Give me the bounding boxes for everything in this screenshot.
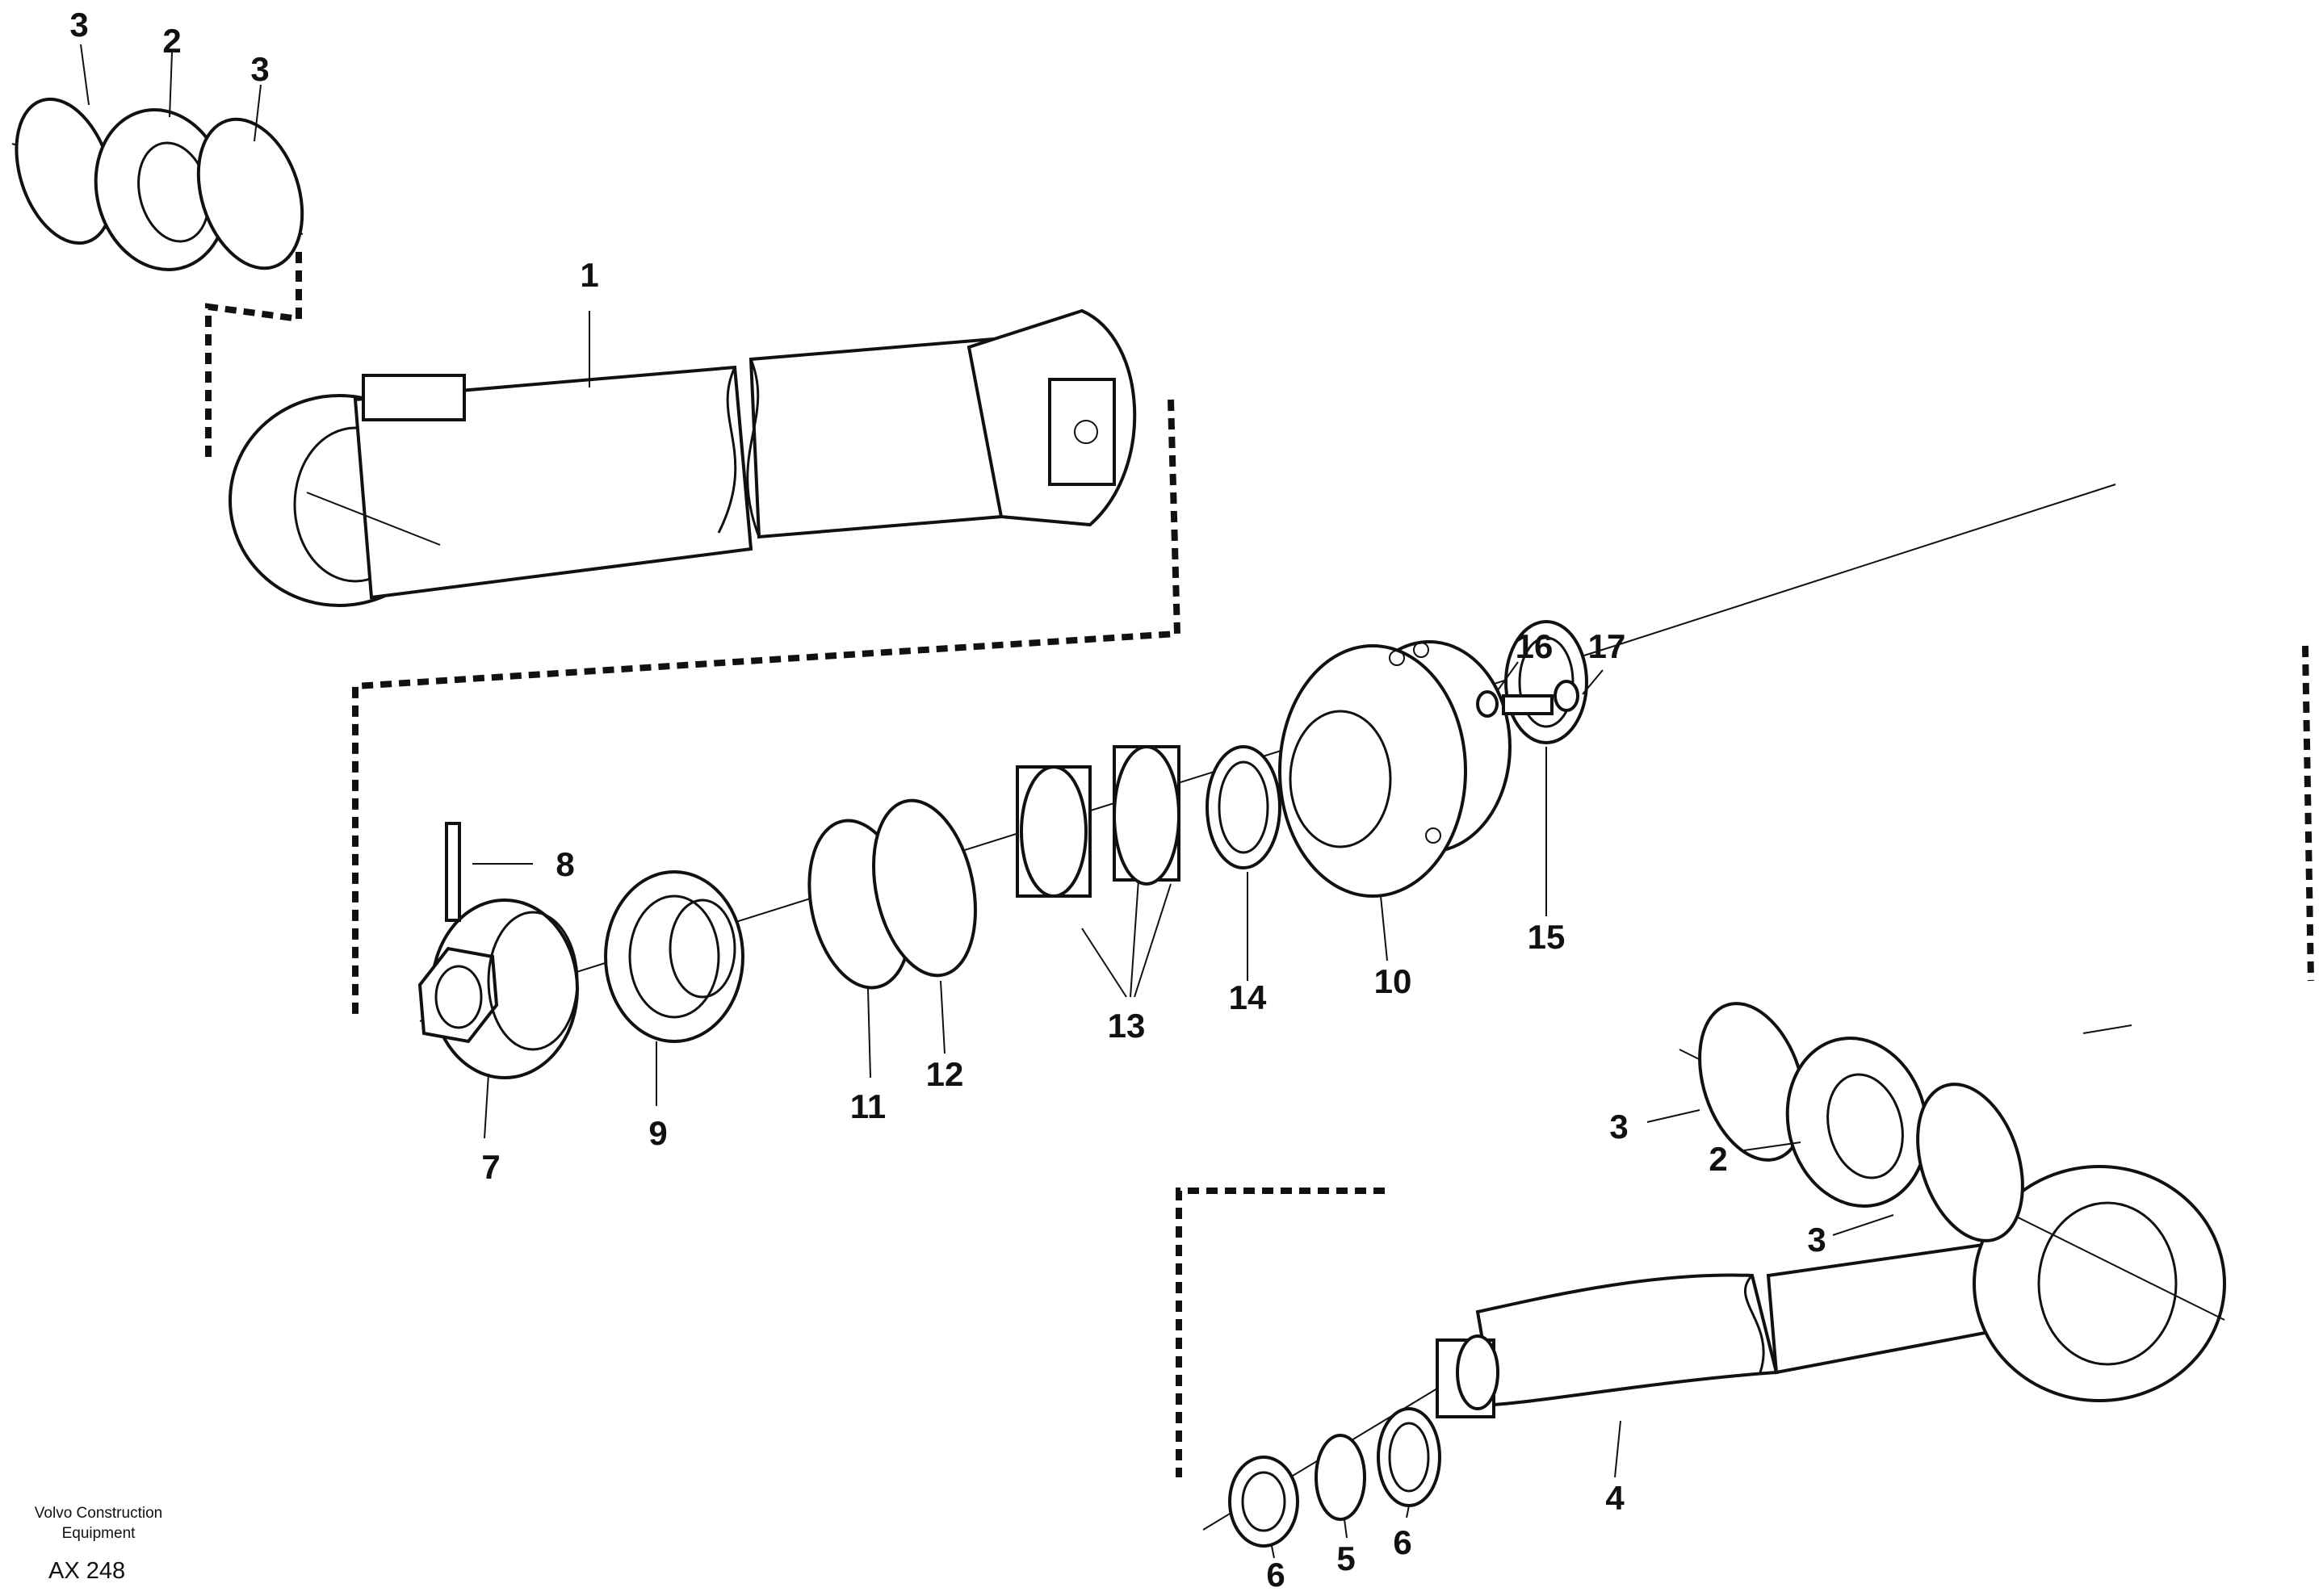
callout-15: 15	[1528, 918, 1566, 956]
company-name-line2: Equipment	[62, 1525, 136, 1542]
callout-11: 11	[850, 1087, 886, 1125]
snap-ring-top-right	[196, 117, 304, 270]
callout-4: 4	[1605, 1479, 1625, 1517]
callout-8: 8	[556, 845, 574, 883]
callout-2-rod: 2	[1709, 1140, 1727, 1178]
callout-3-rod-lower: 3	[1807, 1221, 1826, 1259]
callout-5: 5	[1336, 1539, 1355, 1577]
company-name-line1: Volvo Construction	[35, 1505, 162, 1522]
piston-and-head-parts	[417, 484, 2116, 1079]
callout-16: 16	[1516, 627, 1554, 665]
rod-seals	[1228, 1407, 1441, 1548]
callout-6-left: 6	[1266, 1556, 1285, 1594]
leader-lines	[80, 44, 1894, 1559]
callout-2-top: 2	[162, 22, 181, 60]
snap-ring-rod-left	[1698, 1002, 1806, 1162]
bearing-group-top	[11, 97, 304, 271]
callout-3-top-left: 3	[69, 6, 88, 44]
callout-17: 17	[1588, 627, 1626, 665]
callout-6-right: 6	[1393, 1523, 1411, 1561]
piston-rod	[1202, 1002, 2226, 1531]
callout-14: 14	[1229, 978, 1267, 1016]
snap-ring-rod-right	[1916, 1083, 2024, 1242]
callout-12: 12	[926, 1055, 964, 1093]
callout-3-top-right: 3	[250, 50, 269, 88]
callout-9: 9	[648, 1114, 667, 1152]
callout-3-rod-upper: 3	[1609, 1108, 1628, 1146]
callouts: 3 2 3 1 8 7 9 11 12 13 14 10 15 16 17 3 …	[69, 6, 1826, 1594]
alignment-connectors	[205, 252, 2314, 1477]
callout-1: 1	[580, 256, 598, 294]
callout-7: 7	[481, 1148, 500, 1186]
footer: Volvo Construction Equipment AX 248	[35, 1505, 162, 1584]
cylinder-tube	[229, 308, 1137, 607]
callout-13: 13	[1108, 1007, 1146, 1045]
callout-10: 10	[1374, 962, 1412, 1000]
drawing-code: AX 248	[48, 1558, 125, 1584]
